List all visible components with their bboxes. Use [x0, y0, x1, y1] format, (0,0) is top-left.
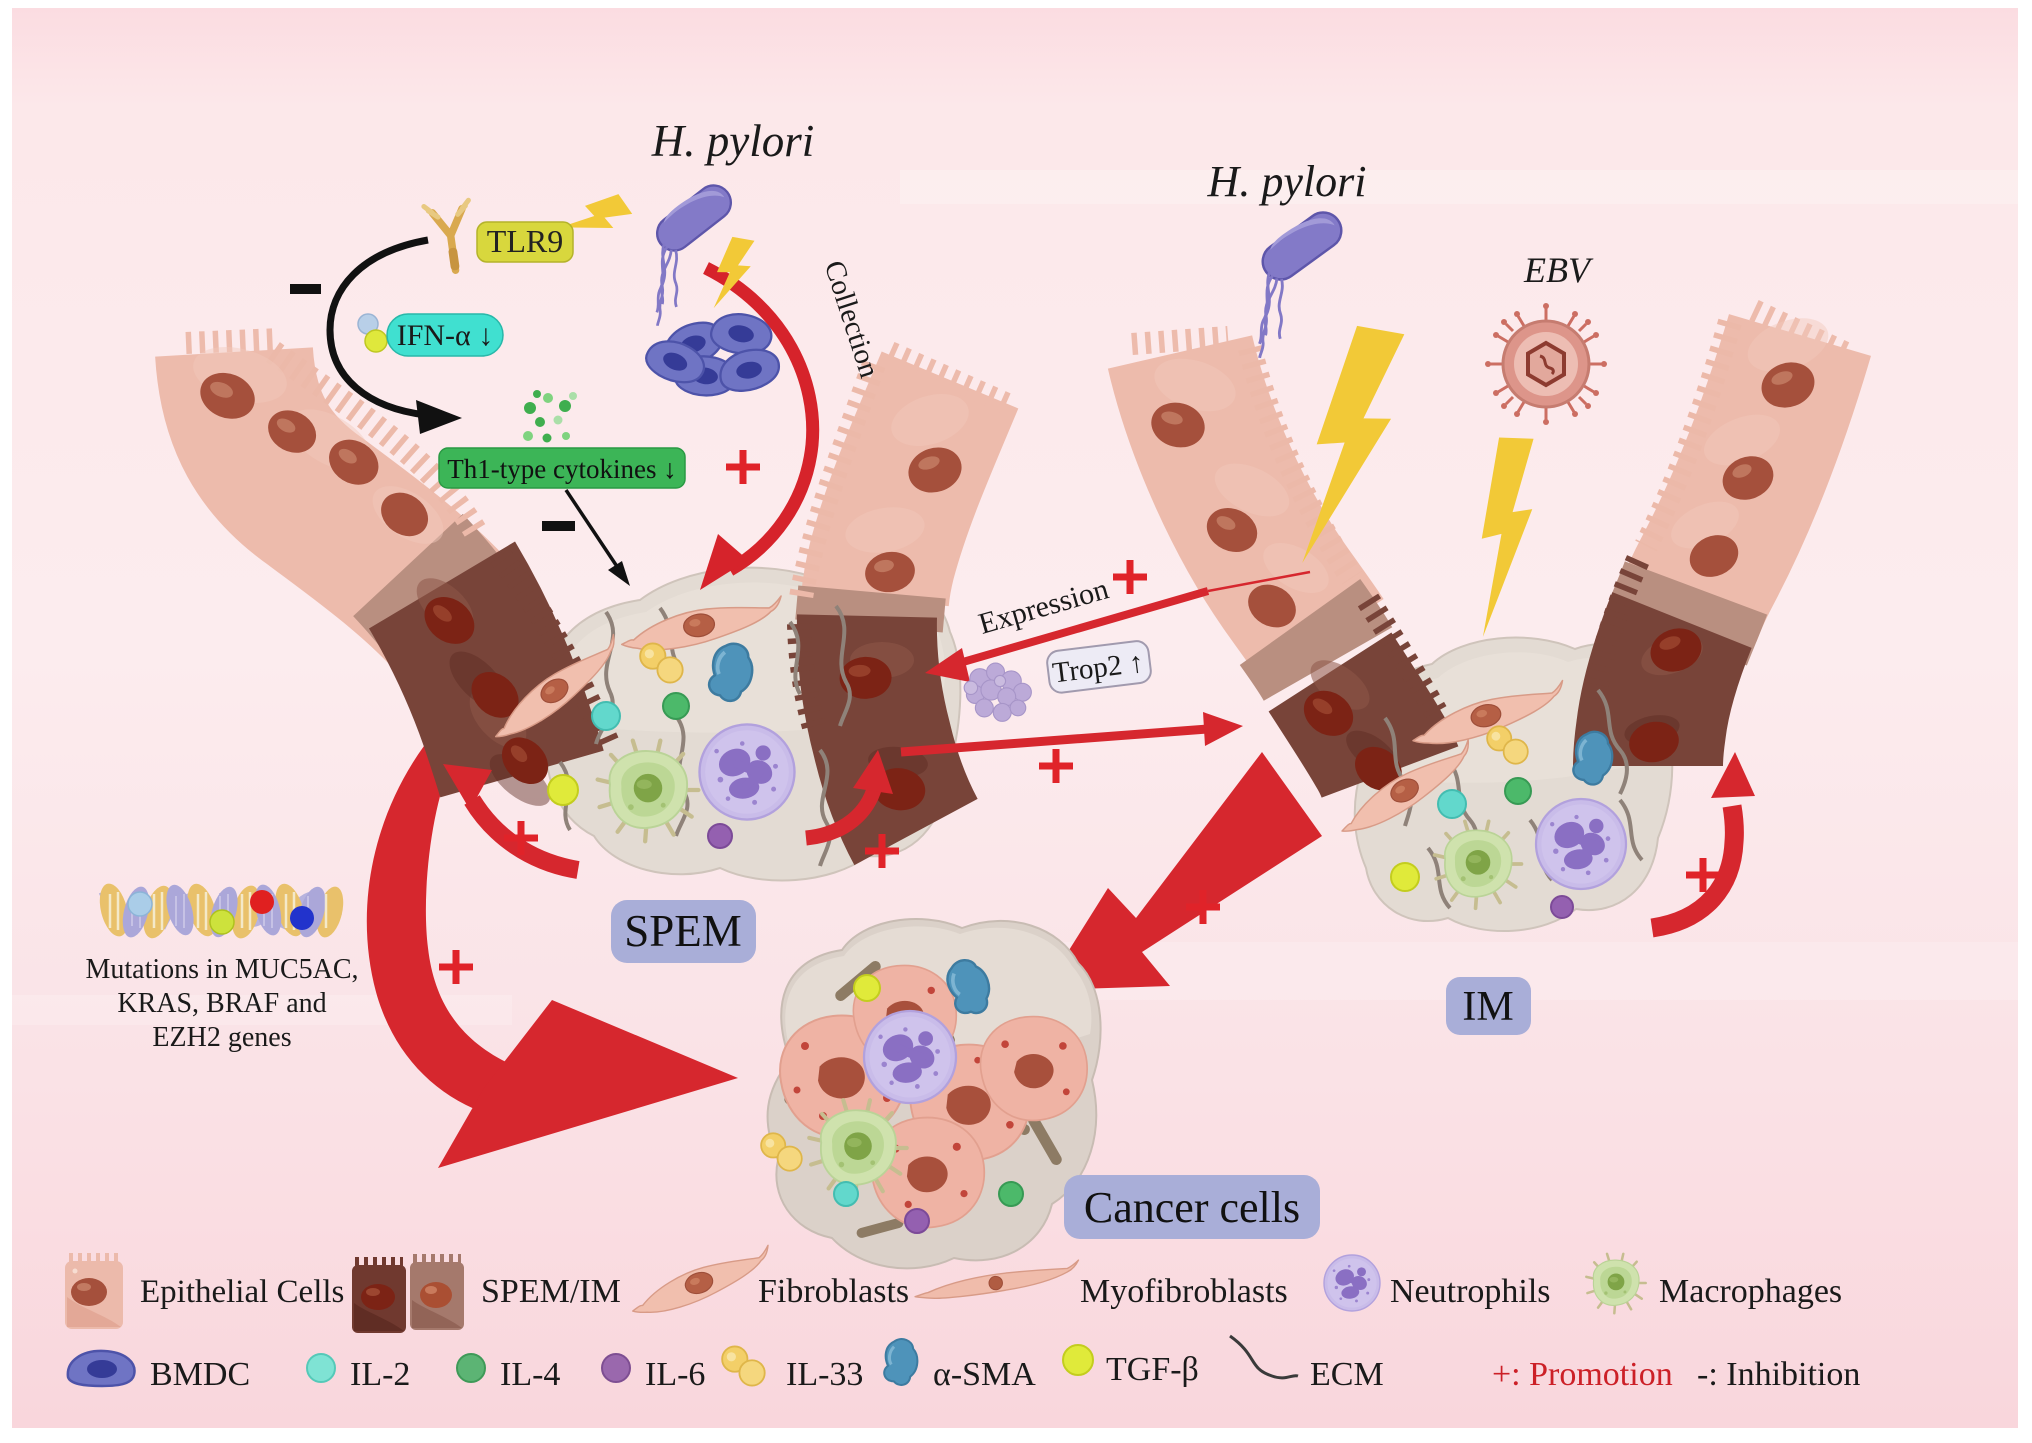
- svg-text:Mutations in MUC5AC,: Mutations in MUC5AC,: [85, 954, 358, 985]
- svg-text:SPEM: SPEM: [624, 906, 742, 956]
- svg-text:EBV: EBV: [1523, 250, 1594, 290]
- svg-text:Neutrophils: Neutrophils: [1390, 1273, 1551, 1310]
- svg-text:IL-4: IL-4: [500, 1356, 560, 1393]
- svg-text:SPEM/IM: SPEM/IM: [481, 1273, 621, 1310]
- svg-text:KRAS, BRAF and: KRAS, BRAF and: [117, 988, 326, 1019]
- svg-text:IL-33: IL-33: [786, 1356, 863, 1393]
- svg-text:Macrophages: Macrophages: [1659, 1273, 1842, 1310]
- svg-text:ECM: ECM: [1310, 1356, 1384, 1393]
- svg-text:EZH2 genes: EZH2 genes: [152, 1022, 291, 1053]
- svg-text:Cancer cells: Cancer cells: [1084, 1183, 1300, 1232]
- svg-text:Fibroblasts: Fibroblasts: [758, 1273, 909, 1310]
- svg-text:H. pylori: H. pylori: [651, 116, 815, 166]
- svg-text:-: Inhibition: -: Inhibition: [1697, 1356, 1860, 1393]
- svg-text:α-SMA: α-SMA: [933, 1356, 1036, 1393]
- svg-text:IL-2: IL-2: [350, 1356, 410, 1393]
- svg-text:IFN-α ↓: IFN-α ↓: [397, 319, 494, 352]
- svg-text:Epithelial Cells: Epithelial Cells: [140, 1274, 344, 1310]
- svg-text:TGF-β: TGF-β: [1106, 1351, 1199, 1388]
- svg-text:IM: IM: [1462, 984, 1513, 1030]
- svg-text:H. pylori: H. pylori: [1207, 157, 1367, 206]
- svg-text:BMDC: BMDC: [150, 1356, 250, 1393]
- svg-text:TLR9: TLR9: [487, 223, 563, 259]
- svg-text:IL-6: IL-6: [645, 1356, 705, 1393]
- svg-text:Th1-type cytokines ↓: Th1-type cytokines ↓: [447, 454, 676, 484]
- svg-text:Myofibroblasts: Myofibroblasts: [1080, 1273, 1288, 1310]
- svg-text:+: Promotion: +: Promotion: [1492, 1356, 1673, 1393]
